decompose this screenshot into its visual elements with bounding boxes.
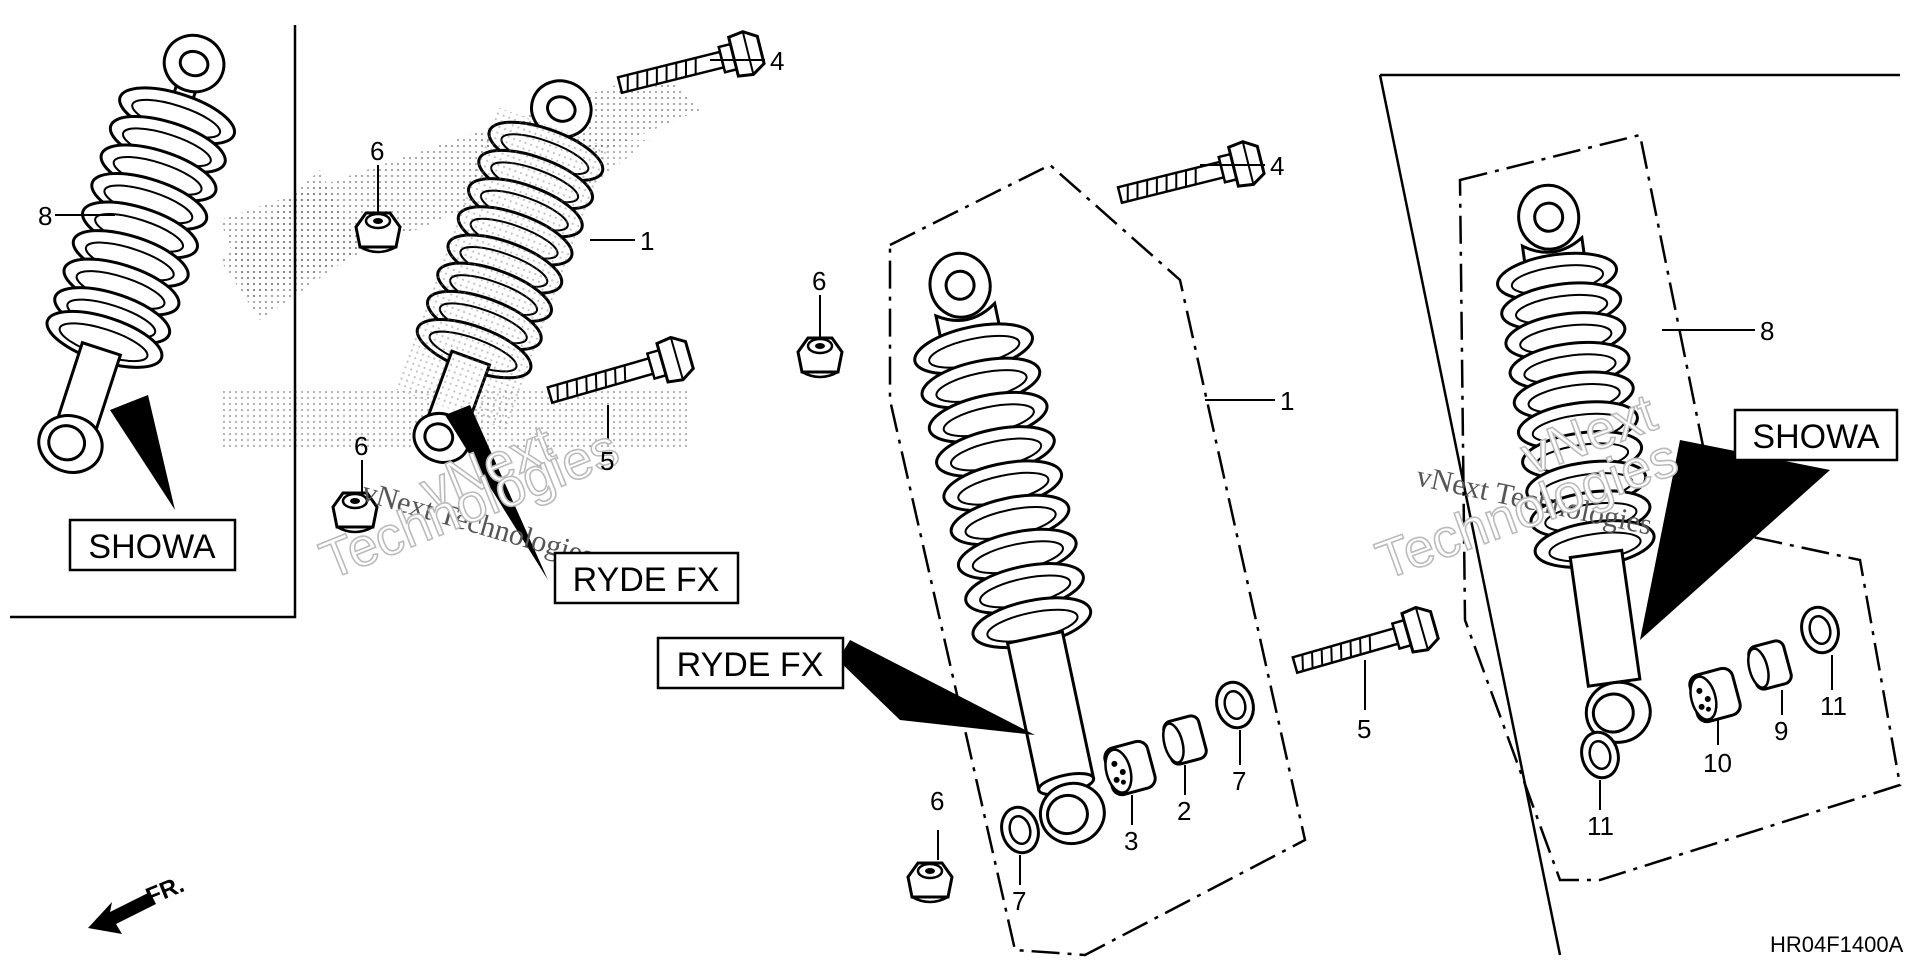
label-ryde-middle: RYDE FX (656, 636, 845, 690)
shock-absorber-showa-right (1493, 183, 1659, 744)
svg-text:RYDE FX: RYDE FX (573, 561, 720, 599)
callout-10: 10 (1703, 748, 1732, 778)
callout-6-c: 6 (812, 266, 826, 296)
callout-1-left: 1 (640, 226, 654, 256)
svg-text:RYDE FX: RYDE FX (677, 646, 824, 684)
collar-2 (1157, 712, 1210, 769)
collar-9 (1742, 637, 1795, 694)
group-outline-middle (888, 163, 1307, 957)
callout-9: 9 (1774, 716, 1788, 746)
svg-text:SHOWA: SHOWA (88, 528, 216, 566)
seal-11-b (1795, 601, 1845, 659)
callout-4-a: 4 (770, 46, 784, 76)
bushing-10 (1684, 664, 1744, 726)
callout-numbers: 8 6 1 4 5 6 6 4 1 5 7 2 3 6 7 8 11 10 9 … (38, 46, 1847, 916)
diagram-code: HR04F1400A (1770, 932, 1904, 957)
label-ryde-left: RYDE FX (553, 551, 740, 605)
label-pointers (110, 395, 1830, 735)
seal-7-b (1210, 676, 1260, 734)
flange-nut-6-d (906, 861, 954, 904)
label-showa-right: SHOWA (1733, 408, 1899, 462)
callout-4-b: 4 (1270, 151, 1284, 181)
callout-11-a: 11 (1587, 811, 1614, 841)
callout-8-right: 8 (1760, 316, 1774, 346)
flange-nut-6-a (354, 211, 402, 254)
callout-1-middle: 1 (1280, 386, 1294, 416)
callout-8-left: 8 (38, 201, 52, 231)
label-showa-left: SHOWA (68, 518, 237, 572)
callout-3: 3 (1124, 826, 1138, 856)
flange-nut-6-c (796, 336, 844, 379)
front-direction-arrow: FR. (88, 871, 188, 934)
callout-7-b: 7 (1232, 766, 1246, 796)
callout-5-b: 5 (1357, 714, 1371, 744)
group-outline-right (1458, 133, 1902, 882)
callout-6-b: 6 (354, 431, 368, 461)
callout-11-b: 11 (1820, 691, 1847, 721)
callout-5-a: 5 (600, 446, 614, 476)
callout-6-d: 6 (930, 786, 944, 816)
front-indicator-label: FR. (142, 871, 188, 911)
svg-text:SHOWA: SHOWA (1752, 418, 1880, 456)
bolt-4-b (1113, 137, 1268, 218)
shock-absorber-ryde-middle (908, 251, 1106, 846)
callout-7-a: 7 (1012, 886, 1026, 916)
callout-6-a: 6 (370, 136, 384, 166)
seal-7-a (995, 801, 1045, 859)
leader-lines (55, 59, 1833, 885)
callout-2: 2 (1177, 796, 1191, 826)
frame-lines (10, 25, 1900, 956)
bushing-3 (1099, 737, 1159, 799)
shock-absorber-showa-left (37, 33, 243, 474)
